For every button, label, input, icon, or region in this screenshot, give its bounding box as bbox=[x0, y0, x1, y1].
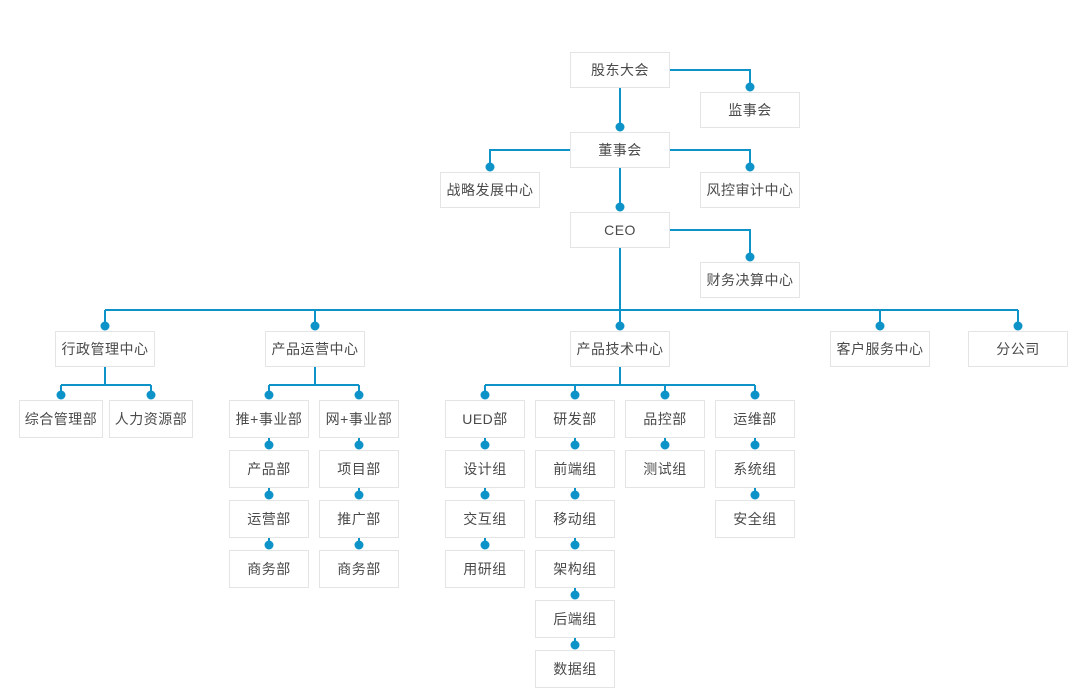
org-node-backend-group: 后端组 bbox=[535, 600, 615, 638]
org-node-interaction-group: 交互组 bbox=[445, 500, 525, 538]
org-node-tui-business-unit: 推+事业部 bbox=[229, 400, 309, 438]
org-node-admin-center: 行政管理中心 bbox=[55, 331, 155, 367]
org-node-service-center: 客户服务中心 bbox=[830, 331, 930, 367]
org-node-ops-center: 产品运营中心 bbox=[265, 331, 365, 367]
org-node-promotion-dept: 推广部 bbox=[319, 500, 399, 538]
org-node-business-dept-2: 商务部 bbox=[319, 550, 399, 588]
org-node-ued-dept: UED部 bbox=[445, 400, 525, 438]
org-node-system-group: 系统组 bbox=[715, 450, 795, 488]
org-node-shareholders: 股东大会 bbox=[570, 52, 670, 88]
org-node-mobile-group: 移动组 bbox=[535, 500, 615, 538]
org-node-strategy-center: 战略发展中心 bbox=[440, 172, 540, 208]
org-node-test-group: 测试组 bbox=[625, 450, 705, 488]
org-node-product-dept: 产品部 bbox=[229, 450, 309, 488]
org-node-operation-dept: 运营部 bbox=[229, 500, 309, 538]
org-node-tech-center: 产品技术中心 bbox=[570, 331, 670, 367]
org-node-data-group: 数据组 bbox=[535, 650, 615, 688]
org-node-security-group: 安全组 bbox=[715, 500, 795, 538]
org-node-user-research-group: 用研组 bbox=[445, 550, 525, 588]
org-node-ceo: CEO bbox=[570, 212, 670, 248]
org-node-project-dept: 项目部 bbox=[319, 450, 399, 488]
org-node-rd-dept: 研发部 bbox=[535, 400, 615, 438]
org-node-wang-business-unit: 网+事业部 bbox=[319, 400, 399, 438]
org-node-finance-center: 财务决算中心 bbox=[700, 262, 800, 298]
org-node-board: 董事会 bbox=[570, 132, 670, 168]
org-node-general-mgmt-dept: 综合管理部 bbox=[19, 400, 103, 438]
org-node-risk-audit-center: 风控审计中心 bbox=[700, 172, 800, 208]
org-node-devops-dept: 运维部 bbox=[715, 400, 795, 438]
org-node-business-dept-1: 商务部 bbox=[229, 550, 309, 588]
org-node-branch-company: 分公司 bbox=[968, 331, 1068, 367]
org-node-hr-dept: 人力资源部 bbox=[109, 400, 193, 438]
org-node-frontend-group: 前端组 bbox=[535, 450, 615, 488]
org-node-design-group: 设计组 bbox=[445, 450, 525, 488]
org-node-architecture-group: 架构组 bbox=[535, 550, 615, 588]
org-node-supervisory: 监事会 bbox=[700, 92, 800, 128]
org-node-qc-dept: 品控部 bbox=[625, 400, 705, 438]
